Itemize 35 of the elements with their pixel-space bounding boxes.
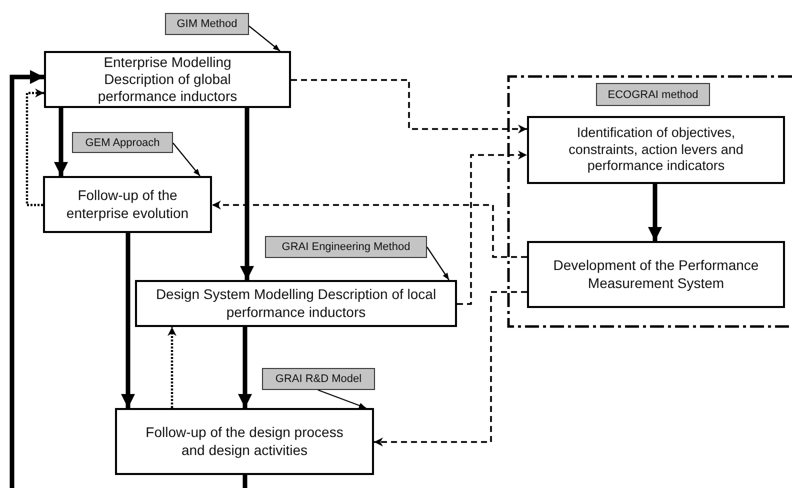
method-tag: GRAI Engineering Method — [265, 236, 427, 258]
arrow — [648, 184, 662, 241]
box-text: Follow-up of the enterprise evolution — [65, 187, 190, 222]
arrow — [426, 246, 450, 280]
arrow — [457, 150, 527, 305]
arrow — [26, 88, 44, 206]
box-text: Development of the Performance Measurement System — [552, 257, 760, 292]
arrow — [10, 70, 44, 488]
arrow — [374, 291, 527, 446]
box-text: Identification of objectives, constraints, action levers and performance indicators — [568, 125, 744, 175]
arrow — [238, 327, 252, 408]
method-tag: GRAI R&D Model — [262, 368, 375, 390]
process-box — [44, 51, 291, 108]
method-region — [507, 75, 792, 328]
connector-line — [242, 475, 248, 488]
arrow — [291, 79, 527, 134]
arrow — [240, 108, 254, 280]
box-text: Follow-up of the design process and design activities — [144, 424, 344, 459]
arrow — [212, 200, 527, 258]
arrow — [318, 389, 366, 409]
process-box — [43, 176, 212, 233]
process-box — [135, 280, 457, 327]
box-text: Design System Modelling Description of local performance inductors — [154, 286, 438, 321]
process-box — [115, 408, 374, 475]
arrow — [121, 233, 135, 408]
arrow — [172, 142, 200, 176]
process-box — [527, 241, 785, 308]
method-tag: ECOGRAI method — [596, 83, 710, 106]
process-box — [527, 116, 785, 184]
box-text: Enterprise Modelling Description of global performance inductors — [96, 54, 238, 106]
arrow — [54, 108, 68, 176]
arrow — [248, 26, 280, 52]
method-tag: GEM Approach — [72, 132, 173, 153]
method-tag: GIM Method — [165, 13, 249, 35]
arrow — [168, 327, 176, 408]
